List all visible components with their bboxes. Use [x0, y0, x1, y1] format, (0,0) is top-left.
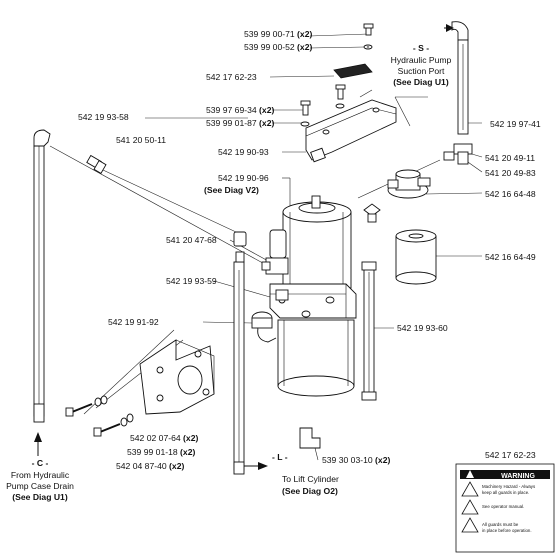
label-541205011: 541 20 50-11 [116, 135, 166, 145]
hose-542199741 [451, 21, 469, 135]
washers-539990187 [300, 103, 345, 127]
label-542199741: 542 19 97-41 [490, 119, 541, 129]
label-542199359: 542 19 93-59 [166, 276, 217, 286]
washers-542020764 [100, 395, 134, 423]
manifold-block [269, 283, 357, 319]
arrow-l [244, 462, 268, 470]
label-541204911: 541 20 49-11 [485, 153, 535, 163]
svg-text:WARNING: WARNING [501, 473, 535, 480]
reservoir-542199096 [282, 195, 352, 289]
warning-decal-text: WARNING Machinery Hazard - Always keep a… [482, 473, 536, 533]
label-541204768: 541 20 47-68 [166, 235, 217, 245]
decal-542176223 [333, 63, 373, 79]
svg-text:All guards must be: All guards must be [482, 522, 519, 527]
elbow-539300310 [299, 427, 321, 449]
tee-541204911 [453, 143, 473, 165]
label-542199192: 542 19 91-92 [108, 317, 159, 327]
label-542166448: 542 16 64-48 [485, 189, 536, 199]
callout-c: - C - From Hydraulic Pump Case Drain (Se… [6, 458, 74, 502]
svg-text:Pump Case Drain: Pump Case Drain [6, 481, 74, 491]
valve-542199359 [275, 289, 289, 301]
svg-text:- S -: - S - [413, 43, 429, 53]
washers-539990118 [94, 397, 128, 427]
screw-539990071 [363, 23, 374, 36]
svg-text:Hydraulic Pump: Hydraulic Pump [391, 55, 452, 65]
label-542199093: 542 19 90-93 [218, 147, 269, 157]
elbow-fitting [363, 203, 381, 223]
label-542199096: 542 19 90-96 [218, 173, 269, 183]
svg-text:Suction Port: Suction Port [398, 66, 445, 76]
label-542020764: 542 02 07-64 (x2) [130, 433, 198, 443]
screws-539976934 [300, 84, 346, 116]
washer-539990052 [363, 44, 373, 50]
hose-542199358 [33, 129, 51, 423]
fitting-541205011 [86, 154, 107, 174]
svg-text:keep all guards in place.: keep all guards in place. [482, 490, 529, 495]
callout-s: - S - Hydraulic Pump Suction Port (See D… [391, 43, 452, 87]
arrow-s [444, 24, 454, 32]
label-see-v2: (See Diag V2) [204, 185, 259, 195]
label-541204983: 541 20 49-83 [485, 168, 536, 178]
label-542176223: 542 17 62-23 [206, 72, 257, 82]
svg-text:From Hydraulic: From Hydraulic [11, 470, 70, 480]
label-542199058: 542 19 93-58 [78, 112, 129, 122]
label-539300310: 539 30 03-10 (x2) [322, 455, 390, 465]
svg-text:To Lift Cylinder: To Lift Cylinder [282, 474, 339, 484]
hose-542199359-line [233, 231, 247, 475]
bolts-542048740 [65, 403, 121, 437]
bracket-542199093 [305, 99, 397, 163]
warning-decal [455, 463, 555, 553]
label-539976934: 539 97 69-34 (x2) [206, 105, 274, 115]
label-542176223-decal: 542 17 62-23 [485, 450, 536, 460]
label-539990071: 539 99 00-71 (x2) [244, 29, 312, 39]
warning-icon [461, 517, 479, 533]
svg-text:- L -: - L - [272, 452, 288, 462]
svg-text:(See Diag O2): (See Diag O2) [282, 486, 338, 496]
warning-icon [461, 499, 479, 515]
part-labels: 539 99 00-71 (x2) 539 99 00-52 (x2) 542 … [78, 29, 541, 471]
svg-text:in place before operation.: in place before operation. [482, 528, 532, 533]
valve-cap [251, 311, 277, 343]
svg-text:Machinery Hazard - Always: Machinery Hazard - Always [482, 484, 536, 489]
label-539990118: 539 99 01-18 (x2) [127, 447, 195, 457]
label-542048740: 542 04 87-40 (x2) [116, 461, 184, 471]
label-539990052: 539 99 00-52 (x2) [244, 42, 312, 52]
fitting-541204768 [261, 229, 289, 275]
warning-icon [461, 481, 479, 497]
label-542199360: 542 19 93-60 [397, 323, 448, 333]
fitting-541204983 [443, 151, 455, 161]
filter-542166449 [395, 229, 437, 285]
svg-text:See operator manual.: See operator manual. [482, 504, 524, 509]
filter-head-542166448 [387, 169, 431, 199]
label-539990187: 539 99 01-87 (x2) [206, 118, 274, 128]
svg-text:- C -: - C - [32, 458, 49, 468]
mount-bracket-542199192 [139, 339, 215, 415]
arrow-c [34, 432, 42, 456]
label-542166449: 542 16 64-49 [485, 252, 536, 262]
callout-l: - L - To Lift Cylinder (See Diag O2) [272, 452, 339, 496]
svg-text:(See Diag U1): (See Diag U1) [12, 492, 68, 502]
tank [277, 319, 355, 397]
hose-542199360 [361, 261, 377, 401]
svg-text:(See Diag U1): (See Diag U1) [393, 77, 449, 87]
